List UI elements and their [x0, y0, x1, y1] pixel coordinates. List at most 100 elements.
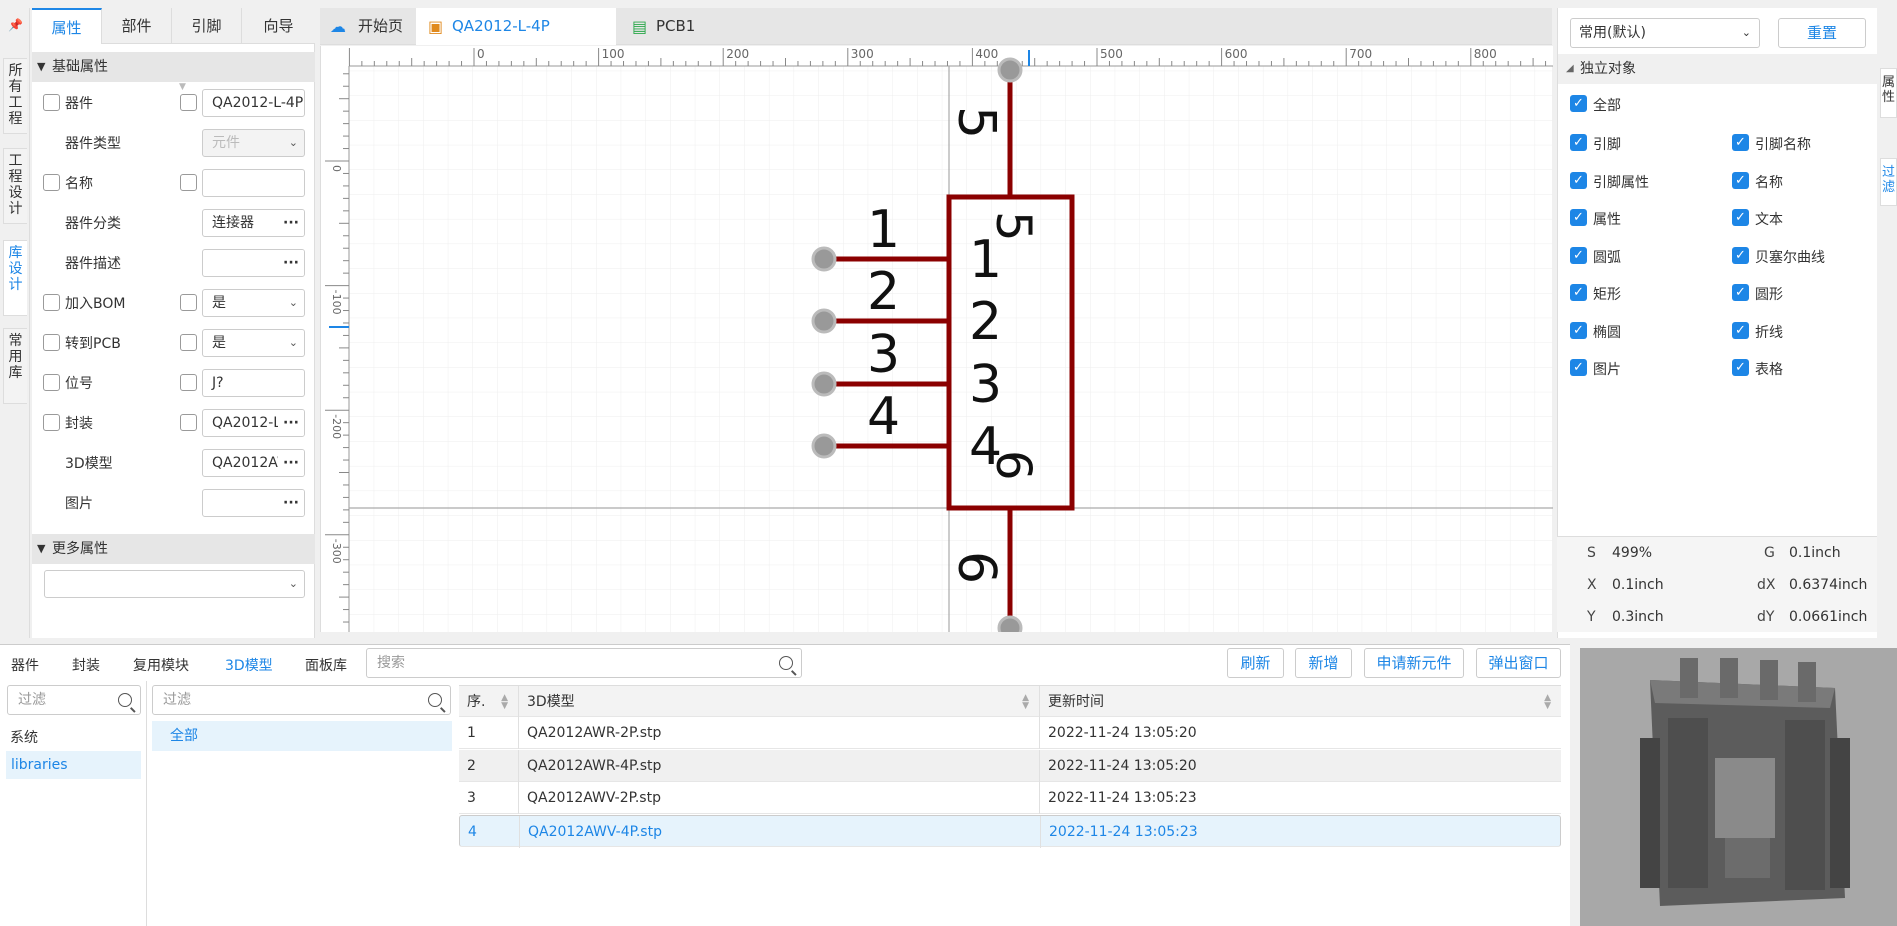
- search-input[interactable]: 搜索: [366, 648, 802, 678]
- sort-icon[interactable]: ▲▼: [501, 693, 508, 711]
- section-independent-objects[interactable]: ◢ 独立对象: [1558, 54, 1878, 84]
- search-icon[interactable]: [779, 656, 793, 670]
- checkbox-icon[interactable]: [43, 414, 60, 431]
- vtab-all-projects[interactable]: 所有工程: [3, 58, 27, 134]
- prop-value-field[interactable]: 是⌄: [202, 329, 305, 357]
- sort-icon[interactable]: ▲▼: [1544, 693, 1551, 711]
- section-basic-properties[interactable]: ▼ 基础属性: [32, 52, 315, 82]
- prop-value-field[interactable]: [202, 169, 305, 197]
- prop-value-field[interactable]: 连接器···: [202, 209, 305, 237]
- checkbox-checked-icon[interactable]: ✓: [1732, 284, 1749, 301]
- popout-window-button[interactable]: 弹出窗口: [1476, 648, 1561, 678]
- doc-tab-pcb[interactable]: ▤ PCB1: [618, 8, 818, 45]
- tab-pins[interactable]: 引脚: [172, 8, 242, 44]
- tab-parts[interactable]: 部件: [102, 8, 172, 44]
- checkbox-checked-icon[interactable]: ✓: [1570, 95, 1587, 112]
- prop-value-field[interactable]: QA2012-L-4P···: [202, 409, 305, 437]
- checkbox-checked-icon[interactable]: ✓: [1732, 321, 1749, 339]
- checkbox-checked-icon[interactable]: ✓: [1570, 246, 1587, 264]
- doc-tab-start[interactable]: ☁ 开始页: [320, 8, 415, 45]
- checkbox-icon[interactable]: [180, 94, 197, 111]
- vtab-library-design[interactable]: 库设计: [3, 240, 27, 316]
- more-properties-select[interactable]: ⌄: [44, 570, 305, 598]
- vtab-project-design[interactable]: 工程设计: [3, 148, 27, 224]
- tab-wizard[interactable]: 向导: [263, 17, 294, 35]
- checkbox-checked-icon[interactable]: ✓: [1570, 284, 1587, 301]
- bottom-tab-footprints[interactable]: 封装: [72, 658, 100, 674]
- col-time-header[interactable]: 更新时间▲▼: [1040, 686, 1561, 718]
- tree-item-system[interactable]: 系统: [10, 730, 38, 746]
- bottom-tab-reuse-modules[interactable]: 复用模块: [133, 658, 189, 674]
- 3d-preview[interactable]: [1580, 648, 1897, 926]
- checkbox-icon[interactable]: [180, 294, 197, 311]
- checkbox-icon[interactable]: [43, 374, 60, 391]
- prop-value-field[interactable]: 元件⌄: [202, 129, 305, 157]
- checkbox-icon[interactable]: [180, 374, 197, 391]
- checkbox-checked-icon[interactable]: ✓: [1732, 209, 1749, 226]
- filter-preset-select[interactable]: 常用(默认) ⌄: [1570, 18, 1760, 48]
- checkbox-checked-icon[interactable]: ✓: [1732, 246, 1749, 264]
- prop-value-field[interactable]: QA2012-L-4P: [202, 89, 305, 117]
- reset-button[interactable]: 重置: [1778, 18, 1866, 48]
- prop-row: 器件描述···: [32, 242, 315, 282]
- vtab-filter[interactable]: 过滤: [1880, 158, 1897, 206]
- tab-properties[interactable]: 属性: [32, 8, 102, 44]
- checkbox-icon[interactable]: [43, 334, 60, 351]
- checkbox-checked-icon[interactable]: ✓: [1732, 171, 1749, 189]
- search-icon[interactable]: [428, 693, 442, 707]
- vtab-properties[interactable]: 属性: [1880, 68, 1897, 118]
- vtab-common-library[interactable]: 常用库: [3, 328, 27, 404]
- pin-icon[interactable]: 📌: [8, 18, 23, 32]
- tree-item-libraries[interactable]: libraries: [6, 751, 141, 779]
- search-icon[interactable]: [118, 693, 132, 707]
- checkbox-icon[interactable]: [43, 294, 60, 311]
- prop-value-field[interactable]: 是⌄: [202, 289, 305, 317]
- checkbox-icon[interactable]: [43, 94, 60, 111]
- col-index-header[interactable]: 序.▲▼: [459, 686, 519, 718]
- more-dots-icon[interactable]: ···: [278, 250, 304, 276]
- chevron-down-icon: ⌄: [1741, 26, 1751, 39]
- bottom-tab-3d-models[interactable]: 3D模型: [225, 658, 273, 674]
- cell-time: 2022-11-24 13:05:20: [1048, 725, 1197, 741]
- tree-item-all[interactable]: 全部: [152, 721, 452, 751]
- checkbox-icon[interactable]: [180, 414, 197, 431]
- prop-value-field[interactable]: ···: [202, 489, 305, 517]
- checkbox-checked-icon[interactable]: ✓: [1732, 134, 1749, 151]
- pin-endpoint: [997, 57, 1023, 83]
- add-button[interactable]: 新增: [1295, 648, 1352, 678]
- more-dots-icon[interactable]: ···: [278, 410, 304, 436]
- checkbox-checked-icon[interactable]: ✓: [1570, 134, 1587, 151]
- refresh-button[interactable]: 刷新: [1227, 648, 1284, 678]
- filter-input-category[interactable]: 过滤: [152, 685, 451, 715]
- more-dots-icon[interactable]: ···: [278, 450, 304, 476]
- more-dots-icon[interactable]: ···: [278, 210, 304, 236]
- section-more-properties[interactable]: ▼ 更多属性: [32, 534, 315, 564]
- col-model-header[interactable]: 3D模型▲▼: [519, 686, 1040, 718]
- checkbox-icon[interactable]: [180, 334, 197, 351]
- filter-input-left[interactable]: 过滤: [7, 685, 141, 715]
- prop-value-field[interactable]: ···: [202, 249, 305, 277]
- bottom-tab-devices[interactable]: 器件: [11, 658, 39, 674]
- prop-value-field[interactable]: QA2012AWR-4P···: [202, 449, 305, 477]
- prop-value-field[interactable]: J?: [202, 369, 305, 397]
- sort-icon[interactable]: ▲▼: [1022, 693, 1029, 711]
- more-dots-icon[interactable]: ···: [278, 490, 304, 516]
- bottom-tab-panel-library[interactable]: 面板库: [305, 658, 347, 674]
- checkbox-checked-icon[interactable]: ✓: [1732, 359, 1749, 376]
- checkbox-checked-icon[interactable]: ✓: [1570, 171, 1587, 189]
- pin-name: 1: [969, 230, 1002, 290]
- filter-label: 引脚属性: [1593, 174, 1649, 191]
- apply-new-component-button[interactable]: 申请新元件: [1364, 648, 1464, 678]
- checkbox-checked-icon[interactable]: ✓: [1570, 209, 1587, 226]
- checkbox-icon[interactable]: [180, 174, 197, 191]
- checkbox-icon[interactable]: [43, 174, 60, 191]
- checkbox-checked-icon[interactable]: ✓: [1570, 359, 1587, 376]
- cell-model: QA2012AWR-2P.stp: [519, 717, 1040, 749]
- doc-tab-symbol[interactable]: ▣ QA2012-L-4P: [416, 8, 616, 45]
- checkbox-checked-icon[interactable]: ✓: [1570, 321, 1587, 339]
